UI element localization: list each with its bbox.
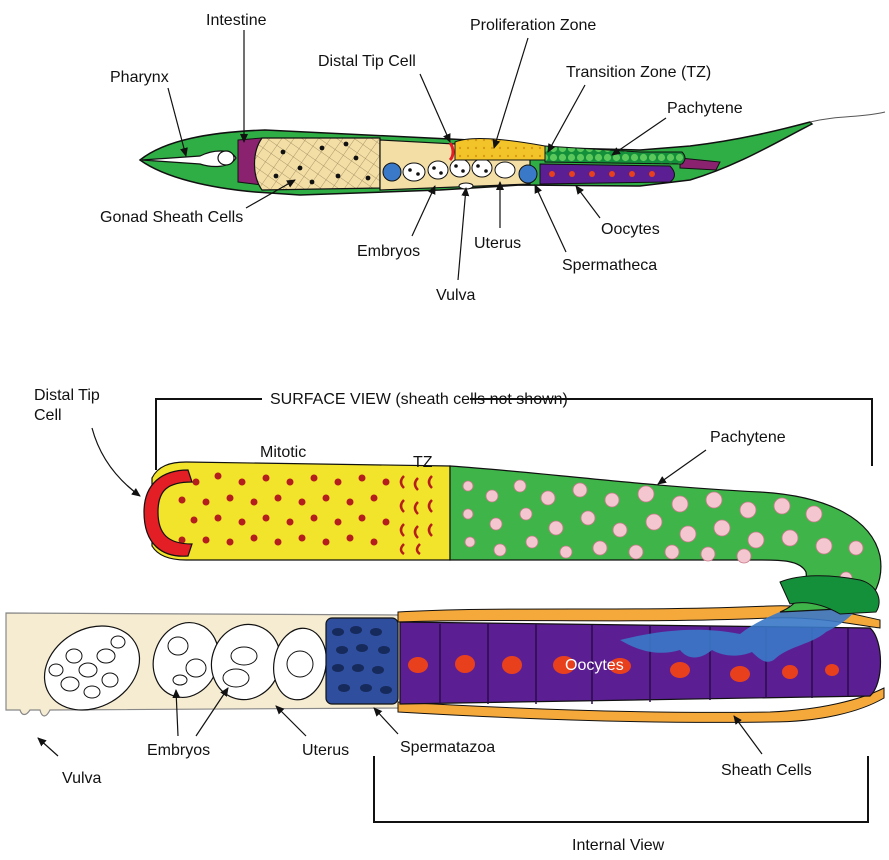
- arrow-uterus-bottom: [276, 706, 306, 736]
- label-distal-tip-cell-line1: Distal Tip: [34, 387, 100, 404]
- label-pachytene-bottom: Pachytene: [710, 429, 786, 446]
- label-gonad-sheath-cells: Gonad Sheath Cells: [100, 209, 243, 226]
- arrow-distal-tip-cell-bottom: [92, 428, 140, 496]
- label-internal-view: Internal View: [572, 837, 665, 854]
- arrow-transition-zone: [548, 85, 585, 152]
- arrow-pachytene-bottom: [658, 450, 706, 484]
- label-oocytes-top: Oocytes: [601, 221, 660, 238]
- label-spermatheca: Spermatheca: [562, 257, 657, 274]
- label-uterus-bottom: Uterus: [302, 742, 349, 759]
- label-oocytes-bottom: Oocytes: [565, 657, 624, 674]
- label-pharynx: Pharynx: [110, 69, 169, 86]
- label-embryos-top: Embryos: [357, 243, 420, 260]
- label-intestine: Intestine: [206, 12, 267, 29]
- arrow-oocytes-top: [576, 186, 600, 218]
- label-spermatazoa: Spermatazoa: [400, 739, 495, 756]
- arrow-spermatazoa: [374, 708, 398, 734]
- label-distal-tip-cell-line2: Cell: [34, 407, 62, 424]
- label-transition-zone: Transition Zone (TZ): [566, 64, 711, 81]
- label-mitotic: Mitotic: [260, 444, 306, 461]
- label-vulva-bottom: Vulva: [62, 770, 102, 787]
- spermatheca-posterior: [519, 165, 537, 183]
- label-surface-view: SURFACE VIEW (sheath cells not shown): [270, 391, 568, 408]
- arrow-distal-tip-cell: [420, 74, 450, 142]
- pharynx-bulb: [218, 151, 234, 165]
- label-distal-tip-cell: Distal Tip Cell: [318, 53, 416, 70]
- label-tz: TZ: [413, 454, 433, 471]
- arrow-vulva-bottom: [38, 738, 58, 756]
- arrow-vulva-top: [458, 188, 466, 280]
- label-proliferation-zone: Proliferation Zone: [470, 17, 596, 34]
- worm-illustration: [140, 112, 885, 195]
- proliferation-zone-shape: [455, 139, 545, 160]
- label-uterus-top: Uterus: [474, 235, 521, 252]
- arrow-embryos-top: [412, 186, 435, 236]
- worm-tail: [810, 112, 885, 122]
- label-pachytene-top: Pachytene: [667, 100, 743, 117]
- gonad-anterior-arm: [255, 138, 381, 190]
- spermatheca-anterior: [383, 163, 401, 181]
- arrow-proliferation-zone: [494, 38, 528, 148]
- label-vulva-top: Vulva: [436, 287, 476, 304]
- arrow-spermatheca: [535, 185, 566, 252]
- mitotic-zone: [152, 462, 450, 560]
- label-sheath-cells: Sheath Cells: [721, 762, 812, 779]
- label-embryos-bottom: Embryos: [147, 742, 210, 759]
